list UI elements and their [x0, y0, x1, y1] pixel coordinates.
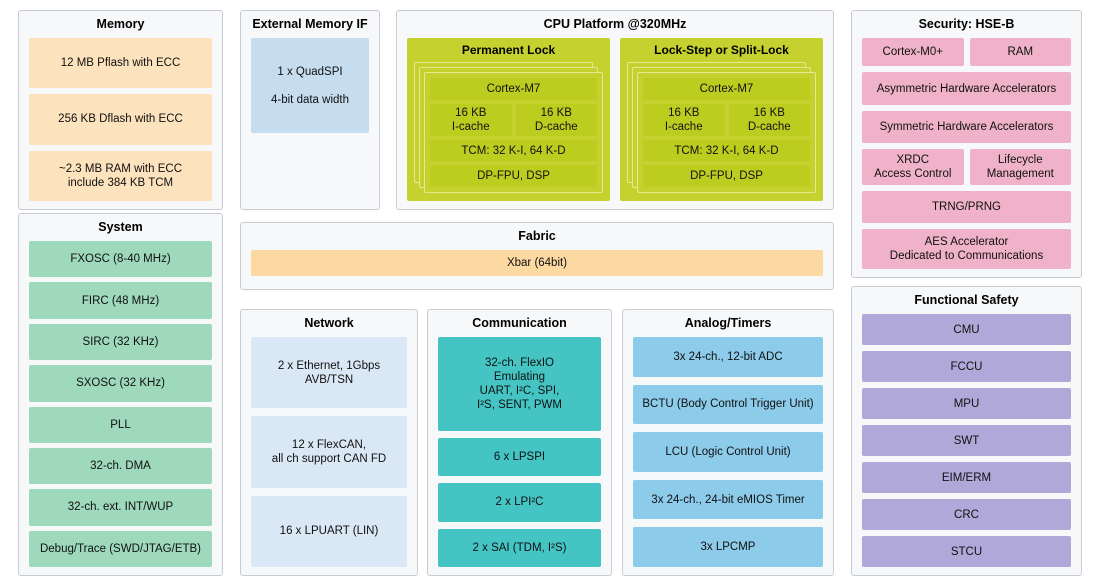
cpu-core-tcm-ls: TCM: 32 K-I, 64 K-D: [643, 139, 810, 162]
panel-network-title: Network: [304, 316, 354, 330]
panel-communication-title: Communication: [472, 316, 567, 330]
panel-system: System FXOSC (8-40 MHz) FIRC (48 MHz) SI…: [18, 213, 223, 576]
security-block-cortex-m0: Cortex-M0+: [862, 38, 964, 67]
cpu-core-icache-ls: 16 KB I-cache: [643, 103, 725, 136]
system-block-dma: 32-ch. DMA: [29, 447, 212, 485]
panel-security-title: Security: HSE-B: [918, 17, 1015, 31]
panel-communication: Communication 32-ch. FlexIO Emulating UA…: [427, 309, 612, 576]
cpu-core-stack-permanent-lock: Cortex-M7 16 KB I-cache 16 KB D-cache TC…: [414, 62, 603, 193]
cpu-core-icache-pl: 16 KB I-cache: [430, 103, 512, 136]
analog-block-lpcmp: 3x LPCMP: [633, 527, 823, 567]
cpu-core-tcm-pl: TCM: 32 K-I, 64 K-D: [430, 139, 597, 162]
analog-block-bctu: BCTU (Body Control Trigger Unit): [633, 384, 823, 425]
panel-memory: Memory 12 MB Pflash with ECC 256 KB Dfla…: [18, 10, 223, 210]
panel-security: Security: HSE-B Cortex-M0+ RAM Asymmetri…: [851, 10, 1082, 278]
safety-block-crc: CRC: [862, 499, 1071, 530]
panel-analog-timers-title: Analog/Timers: [684, 316, 772, 330]
safety-block-fccu: FCCU: [862, 351, 1071, 382]
system-block-fxosc: FXOSC (8-40 MHz): [29, 241, 212, 278]
system-block-firc: FIRC (48 MHz): [29, 282, 212, 319]
security-block-lifecycle: Lifecycle Management: [969, 149, 1071, 185]
safety-block-mpu: MPU: [862, 388, 1071, 419]
safety-block-swt: SWT: [862, 425, 1071, 456]
cpu-core-front-lock-step: Cortex-M7 16 KB I-cache 16 KB D-cache TC…: [637, 72, 816, 193]
cpu-core-dcache-ls: 16 KB D-cache: [728, 103, 810, 136]
panel-functional-safety-title: Functional Safety: [914, 293, 1019, 307]
network-block-ethernet: 2 x Ethernet, 1Gbps AVB/TSN: [251, 337, 407, 409]
communication-block-sai: 2 x SAI (TDM, I²S): [438, 528, 601, 568]
system-block-sxosc: SXOSC (32 KHz): [29, 365, 212, 402]
security-block-asymmetric-accelerators: Asymmetric Hardware Accelerators: [862, 72, 1071, 105]
security-block-xrdc: XRDC Access Control: [862, 149, 964, 185]
memory-block-pflash: 12 MB Pflash with ECC: [29, 38, 212, 89]
panel-cpu-platform: CPU Platform @320MHz Permanent Lock Cort…: [396, 10, 834, 210]
analog-block-adc: 3x 24-ch., 12-bit ADC: [633, 337, 823, 377]
safety-block-cmu: CMU: [862, 314, 1071, 345]
system-block-int-wup: 32-ch. ext. INT/WUP: [29, 489, 212, 526]
cpu-core-dcache-pl: 16 KB D-cache: [515, 103, 597, 136]
panel-functional-safety: Functional Safety CMU FCCU MPU SWT EIM/E…: [851, 286, 1082, 576]
panel-analog-timers: Analog/Timers 3x 24-ch., 12-bit ADC BCTU…: [622, 309, 834, 576]
analog-block-emios: 3x 24-ch., 24-bit eMIOS Timer: [633, 479, 823, 520]
external-memory-block-quadspi: 1 x QuadSPI 4-bit data width: [251, 38, 369, 133]
fabric-block-xbar: Xbar (64bit): [251, 250, 823, 276]
system-block-pll: PLL: [29, 406, 212, 443]
security-block-ram: RAM: [969, 38, 1071, 67]
security-block-aes-accelerator: AES Accelerator Dedicated to Communicati…: [862, 229, 1071, 270]
cpu-column-lock-step-title: Lock-Step or Split-Lock: [654, 43, 789, 57]
panel-external-memory-if-title: External Memory IF: [252, 17, 368, 31]
panel-external-memory-if: External Memory IF 1 x QuadSPI 4-bit dat…: [240, 10, 380, 210]
cpu-core-cortex-m7-ls: Cortex-M7: [643, 78, 810, 100]
cpu-core-cortex-m7-pl: Cortex-M7: [430, 78, 597, 100]
panel-fabric-title: Fabric: [518, 229, 556, 243]
panel-cpu-platform-title: CPU Platform @320MHz: [543, 17, 687, 31]
system-block-sirc: SIRC (32 KHz): [29, 323, 212, 361]
cpu-core-fpu-pl: DP-FPU, DSP: [430, 165, 597, 188]
security-block-symmetric-accelerators: Symmetric Hardware Accelerators: [862, 110, 1071, 144]
security-block-trng-prng: TRNG/PRNG: [862, 190, 1071, 224]
cpu-column-permanent-lock: Permanent Lock Cortex-M7 16 KB I-cache 1…: [407, 38, 610, 201]
communication-block-flexio: 32-ch. FlexIO Emulating UART, I²C, SPI, …: [438, 337, 601, 431]
panel-network: Network 2 x Ethernet, 1Gbps AVB/TSN 12 x…: [240, 309, 418, 576]
memory-block-dflash: 256 KB Dflash with ECC: [29, 94, 212, 145]
network-block-flexcan: 12 x FlexCAN, all ch support CAN FD: [251, 416, 407, 488]
network-block-lpuart: 16 x LPUART (LIN): [251, 495, 407, 567]
panel-memory-title: Memory: [96, 17, 145, 31]
safety-block-eim-erm: EIM/ERM: [862, 462, 1071, 493]
cpu-column-lock-step: Lock-Step or Split-Lock Cortex-M7 16 KB …: [620, 38, 823, 201]
communication-block-lpspi: 6 x LPSPI: [438, 437, 601, 477]
cpu-column-permanent-lock-title: Permanent Lock: [461, 43, 556, 57]
cpu-core-fpu-ls: DP-FPU, DSP: [643, 165, 810, 188]
safety-block-stcu: STCU: [862, 536, 1071, 567]
panel-system-title: System: [98, 220, 143, 234]
communication-block-lpi2c: 2 x LPI²C: [438, 483, 601, 522]
panel-fabric: Fabric Xbar (64bit): [240, 222, 834, 290]
analog-block-lcu: LCU (Logic Control Unit): [633, 432, 823, 472]
cpu-core-front-permanent-lock: Cortex-M7 16 KB I-cache 16 KB D-cache TC…: [424, 72, 603, 193]
cpu-core-stack-lock-step: Cortex-M7 16 KB I-cache 16 KB D-cache TC…: [627, 62, 816, 193]
memory-block-ram: ~2.3 MB RAM with ECC include 384 KB TCM: [29, 150, 212, 201]
system-block-debug-trace: Debug/Trace (SWD/JTAG/ETB): [29, 530, 212, 567]
